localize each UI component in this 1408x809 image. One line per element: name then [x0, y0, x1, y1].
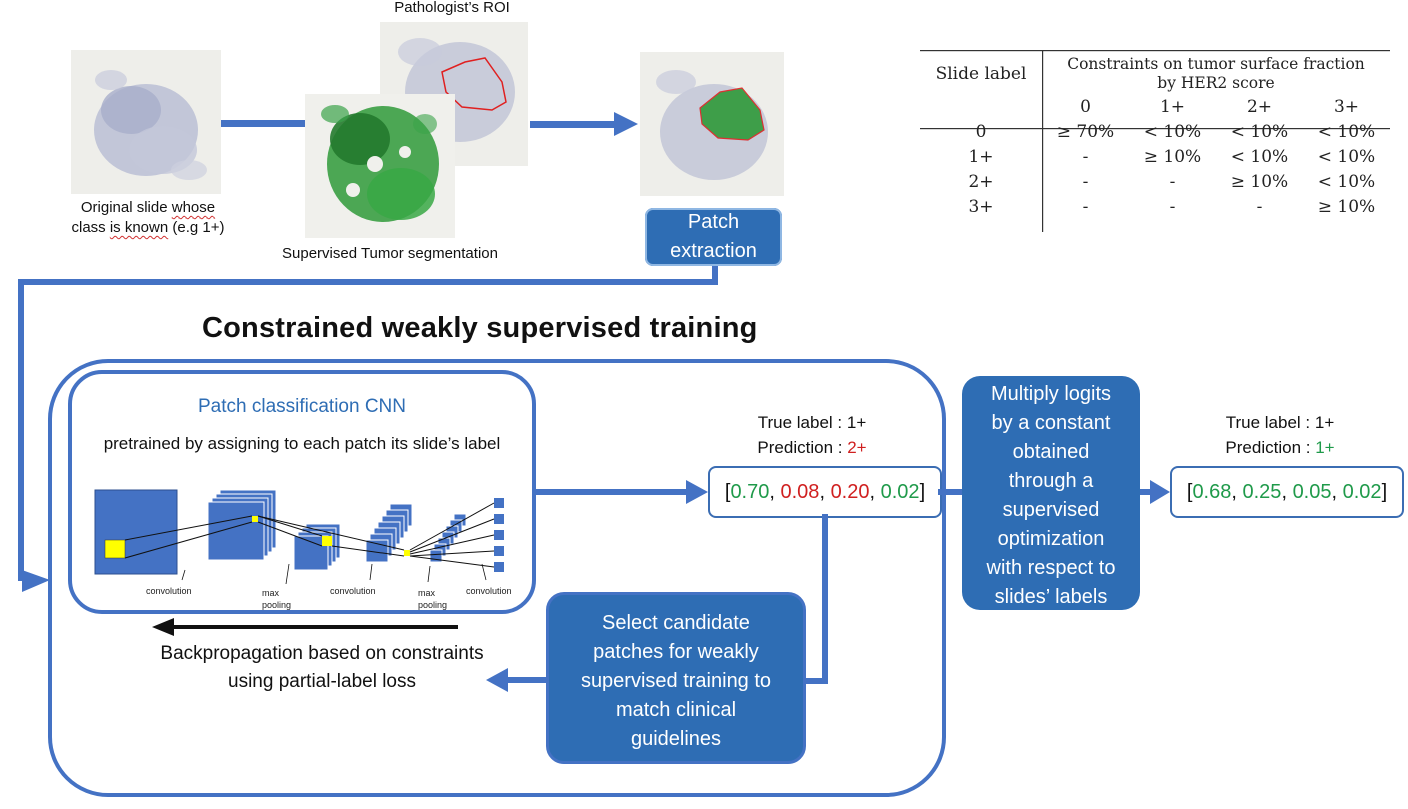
table-cell: -: [1082, 146, 1089, 167]
prediction2-value: 0.68: [1192, 480, 1232, 503]
prediction1-value: 0.08: [780, 480, 820, 503]
arrow-multiply-to-prediction2: [1140, 489, 1154, 495]
table-cell: -: [1082, 196, 1089, 217]
connector-horizontal-top: [18, 279, 718, 285]
table-row: 0 ≥ 70% < 10% < 10% < 10%: [920, 119, 1390, 144]
constraint-table: Slide label Constraints on tumor surface…: [920, 54, 1390, 219]
arrow-cnn-to-prediction-head: [686, 480, 708, 504]
cnn-title: Patch classification CNN: [197, 396, 407, 417]
prediction1-value: 0.70: [730, 480, 770, 503]
table-score: 1+: [1159, 96, 1186, 117]
table-cell: -: [1082, 171, 1089, 192]
table-row-header: Slide label: [935, 64, 1027, 84]
arrow-original-to-segmentation: [221, 120, 305, 127]
prediction2-value: 0.02: [1342, 480, 1382, 503]
cnn-label-convolution-3: convolution: [466, 586, 512, 596]
prediction1-true-label: True label : 1+: [757, 413, 867, 432]
table-score: 3+: [1333, 96, 1360, 117]
connector-vertical-patch: [712, 266, 718, 284]
connector-prediction-to-select: [804, 678, 828, 684]
connector-prediction-down: [822, 514, 828, 684]
table-cell: < 10%: [1230, 121, 1289, 142]
table-score-row: 0 1+ 2+ 3+: [920, 94, 1390, 119]
prediction1-prediction: Prediction : 2+: [757, 438, 867, 457]
multiply-logits-box: Multiply logits by a constant obtained t…: [962, 376, 1140, 610]
cnn-label-convolution-2: convolution: [330, 586, 376, 596]
cnn-label-convolution-1: convolution: [146, 586, 192, 596]
supervised-segmentation-caption: Supervised Tumor segmentation: [282, 245, 498, 262]
original-slide-tissue: [94, 70, 207, 180]
table-score: 2+: [1246, 96, 1273, 117]
table-row: 2+ - - ≥ 10% < 10%: [920, 169, 1390, 194]
table-cell: -: [1169, 171, 1176, 192]
arrow-cnn-to-prediction: [536, 489, 690, 495]
table-row: 1+ - ≥ 10% < 10% < 10%: [920, 144, 1390, 169]
cnn-label-maxpool-2b: pooling: [418, 600, 448, 610]
arrow-select-to-backprop: [502, 677, 548, 683]
connector-vertical-left: [18, 279, 24, 581]
table-vertical-rule: [1042, 50, 1044, 232]
table-cell: ≥ 10%: [1230, 171, 1289, 192]
prediction2-labels: True label : 1+ Prediction : 1+: [1180, 410, 1380, 460]
table-top-rule: [920, 50, 1390, 52]
arrow-roi-to-patch-slide: [530, 121, 620, 128]
arrow-select-to-backprop-head: [486, 668, 508, 692]
main-title: Constrained weakly supervised training: [202, 312, 758, 344]
training-loop-container: [48, 359, 946, 797]
table-row-label: 2+: [968, 171, 994, 192]
table-cell: < 10%: [1317, 171, 1376, 192]
pathologist-roi-label: Pathologist’s ROI: [394, 0, 510, 16]
table-score: 0: [1080, 96, 1091, 117]
table-row-label: 1+: [968, 146, 994, 167]
table-mid-rule: [920, 128, 1390, 130]
backprop-text: Backpropagation based on constraints usi…: [160, 643, 484, 692]
table-cell: ≥ 70%: [1056, 121, 1115, 142]
arrow-multiply-to-prediction2-head: [1150, 480, 1170, 504]
patch-slide-image: [640, 52, 784, 196]
patch-slide-tissue: [656, 70, 768, 180]
prediction1-labels: True label : 1+ Prediction : 2+: [712, 410, 912, 460]
original-slide-image: [71, 50, 221, 194]
patch-extraction-box: Patch extraction: [645, 208, 782, 266]
original-slide-caption: Original slide whose class is known (e.g…: [71, 199, 225, 236]
table-row: 3+ - - - ≥ 10%: [920, 194, 1390, 219]
prediction2-value: 0.25: [1242, 480, 1282, 503]
table-cell: ≥ 10%: [1143, 146, 1202, 167]
connector-arrow-into-main: [22, 570, 50, 592]
segmentation-tissue: [321, 105, 439, 222]
cnn-label-maxpool-1b: pooling: [262, 600, 292, 610]
table-cell: -: [1169, 196, 1176, 217]
prediction1-vector: [0.70, 0.08, 0.20, 0.02]: [708, 466, 942, 518]
backprop-arrow: [152, 618, 458, 636]
prediction2-prediction: Prediction : 1+: [1225, 438, 1335, 457]
prediction1-value: 0.20: [830, 480, 870, 503]
table-cell: < 10%: [1317, 146, 1376, 167]
table-cell: < 10%: [1143, 121, 1202, 142]
table-cell: < 10%: [1230, 146, 1289, 167]
table-cell: ≥ 10%: [1317, 196, 1376, 217]
cnn-label-maxpool-2a: max: [418, 588, 436, 598]
table-cell: -: [1256, 196, 1263, 217]
arrow-roi-to-patch-head: [614, 112, 638, 136]
prediction1-value: 0.02: [880, 480, 920, 503]
table-cell: < 10%: [1317, 121, 1376, 142]
arrow-prediction-to-multiply: [938, 489, 964, 495]
prediction2-value: 0.05: [1292, 480, 1332, 503]
prediction2-true-label: True label : 1+: [1225, 413, 1335, 432]
table-row-label: 3+: [968, 196, 994, 217]
cnn-label-maxpool-1a: max: [262, 588, 280, 598]
cnn-architecture-diagram: [94, 489, 504, 584]
table-col-header: Constraints on tumor surface fraction by…: [1067, 55, 1365, 92]
segmentation-slide-image: [305, 94, 455, 238]
table-row-label: 0: [975, 121, 987, 142]
select-candidate-box: Select candidate patches for weakly supe…: [546, 592, 806, 764]
cnn-subtitle: pretrained by assigning to each patch it…: [103, 434, 501, 453]
prediction2-vector: [0.68, 0.25, 0.05, 0.02]: [1170, 466, 1404, 518]
